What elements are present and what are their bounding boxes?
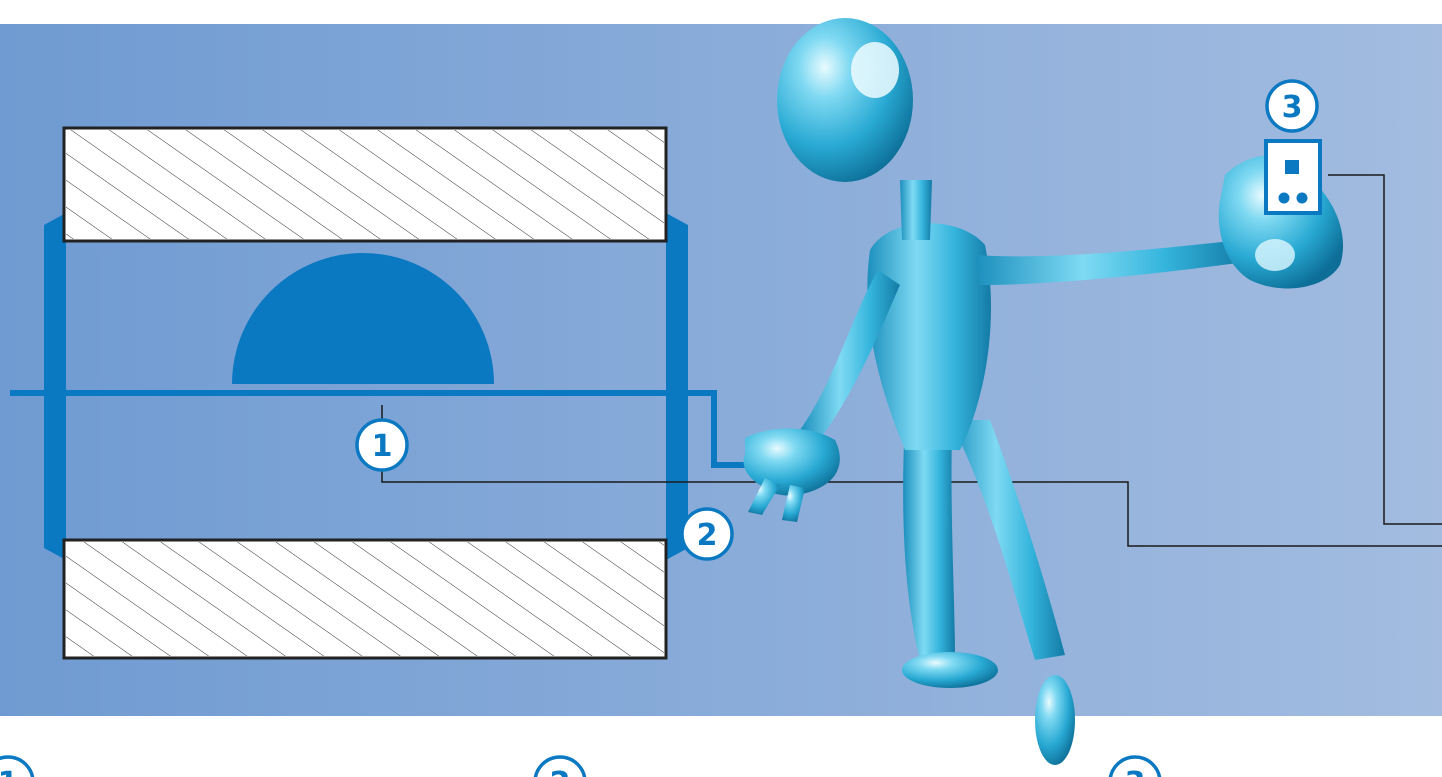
sample-dome: [232, 253, 494, 384]
bottom-marker-3-label: 3: [1125, 766, 1146, 777]
bottom-marker-1: 1: [0, 755, 35, 777]
axis-line: [10, 390, 758, 468]
handheld-device: [1264, 139, 1322, 215]
callout-2-label: 2: [697, 518, 718, 553]
left-bracket: [44, 213, 66, 560]
bottom-marker-3: 3: [1108, 755, 1162, 777]
chrome-figure: [743, 18, 1344, 765]
leader-line-3: [1328, 174, 1442, 525]
callout-2: 2: [680, 507, 734, 561]
callout-1-label: 1: [372, 429, 393, 464]
callout-3-label: 3: [1282, 90, 1303, 125]
right-bracket: [666, 213, 688, 560]
callout-1: 1: [355, 418, 409, 472]
bottom-marker-2-label: 2: [550, 766, 571, 777]
callout-3: 3: [1265, 79, 1319, 133]
bottom-marker-1-label: 1: [0, 766, 18, 777]
bottom-marker-2: 2: [533, 755, 587, 777]
lower-magnet-hatch: [66, 542, 664, 656]
upper-magnet-hatch: [66, 130, 664, 239]
